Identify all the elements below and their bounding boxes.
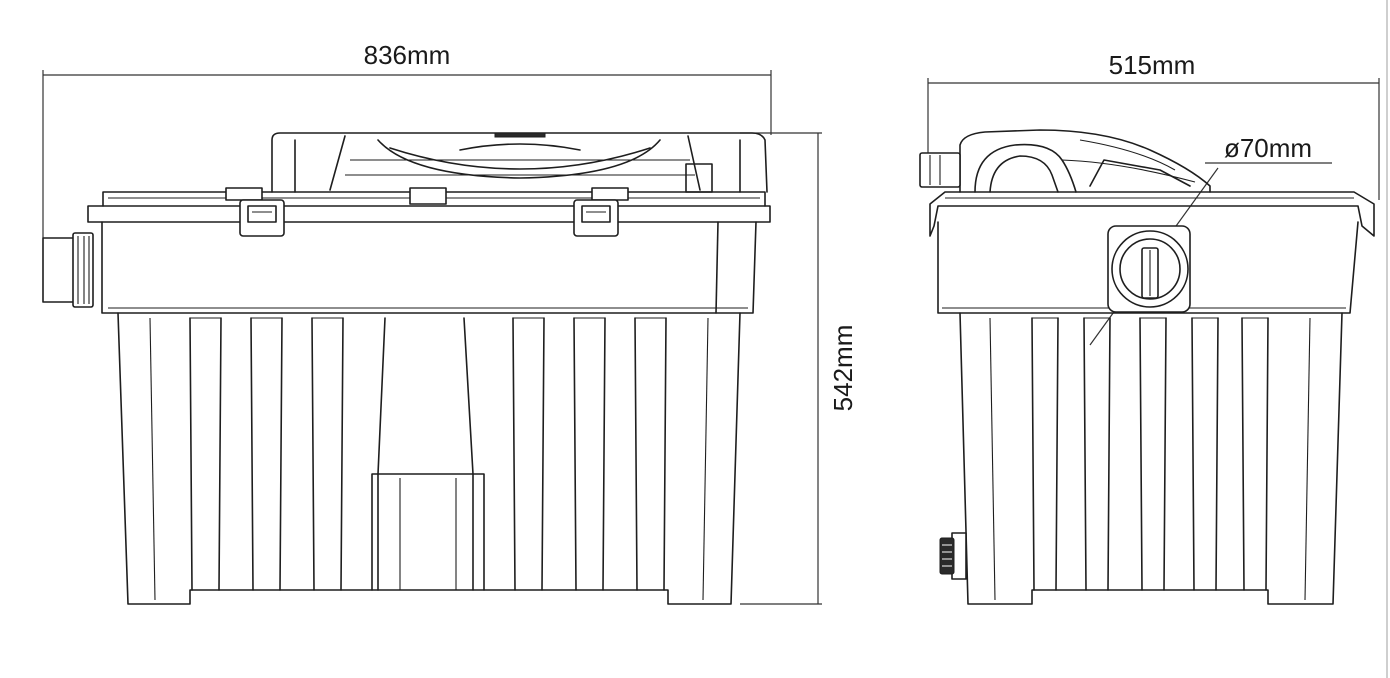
side-lid-rim [929, 191, 1375, 237]
side-view: 515mm ø70mm [919, 50, 1380, 605]
front-width-label: 836mm [364, 40, 451, 70]
front-view: 836mm 542mm [42, 40, 858, 605]
side-width-label: 515mm [1109, 50, 1196, 80]
side-width-dimension: 515mm [927, 50, 1380, 200]
height-label: 542mm [828, 325, 858, 412]
front-lid-top [271, 132, 768, 193]
front-width-dimension: 836mm [42, 40, 772, 238]
front-latch-right [573, 187, 629, 237]
side-lid-dome [919, 129, 1211, 193]
outlet-diameter-label: ø70mm [1224, 133, 1312, 163]
side-lower-body [959, 312, 1343, 605]
height-dimension: 542mm [740, 132, 858, 605]
front-lower-body [117, 312, 741, 605]
front-inlet-pipe [42, 232, 94, 308]
side-drain-valve [939, 532, 967, 580]
right-border-line [1386, 0, 1388, 678]
front-upper-body [101, 221, 757, 314]
front-latch-left [225, 187, 285, 237]
front-latch-center [409, 187, 447, 205]
side-outlet-port [1107, 225, 1191, 313]
